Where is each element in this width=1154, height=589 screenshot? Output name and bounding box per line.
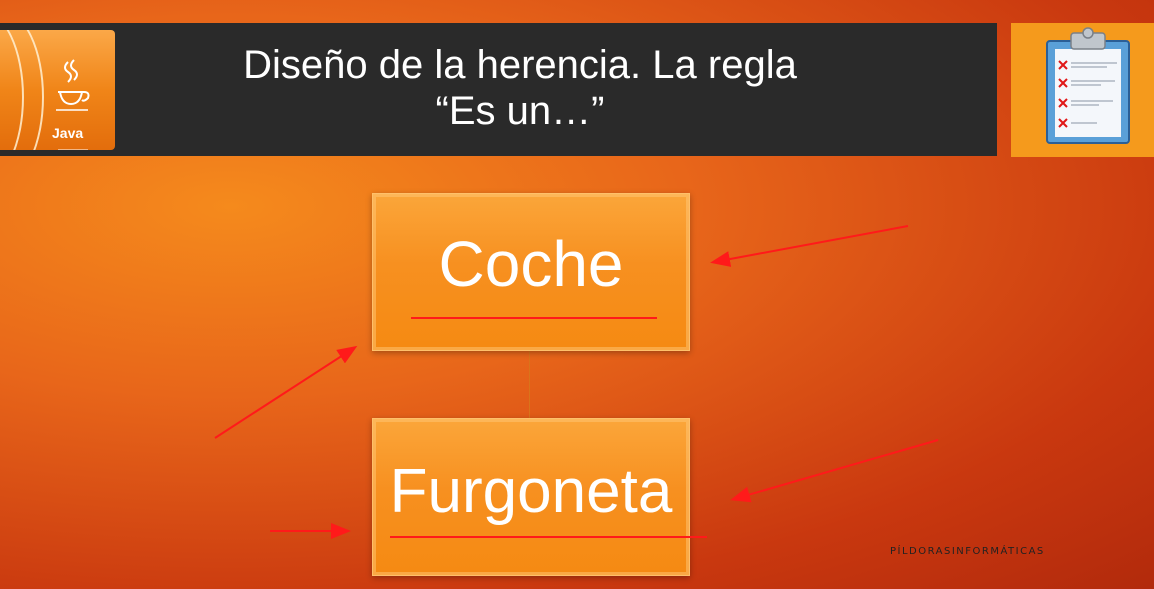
java-logo: Java [0,30,115,150]
parent-class-box: Coche [372,193,690,351]
parent-class-label: Coche [438,228,624,300]
arrow-to-coche-left [214,345,358,439]
java-icon [56,59,90,150]
child-class-label: Furgoneta [389,456,673,526]
inheritance-connector [529,349,530,418]
java-label: Java [52,125,84,141]
arrow-to-coche-right [710,225,909,267]
clipboard-panel [1011,23,1154,157]
page-subtitle: “Es un…” [435,89,605,133]
child-class-box: Furgoneta [372,418,690,576]
clipboard-checklist-icon [1046,27,1130,144]
title-bar [0,23,997,156]
page-title: Diseño de la herencia. La regla [243,43,797,87]
arrow-to-furgoneta-right [730,439,939,503]
footer-brand: PÍLDORASINFORMÁTICAS [890,546,1045,557]
